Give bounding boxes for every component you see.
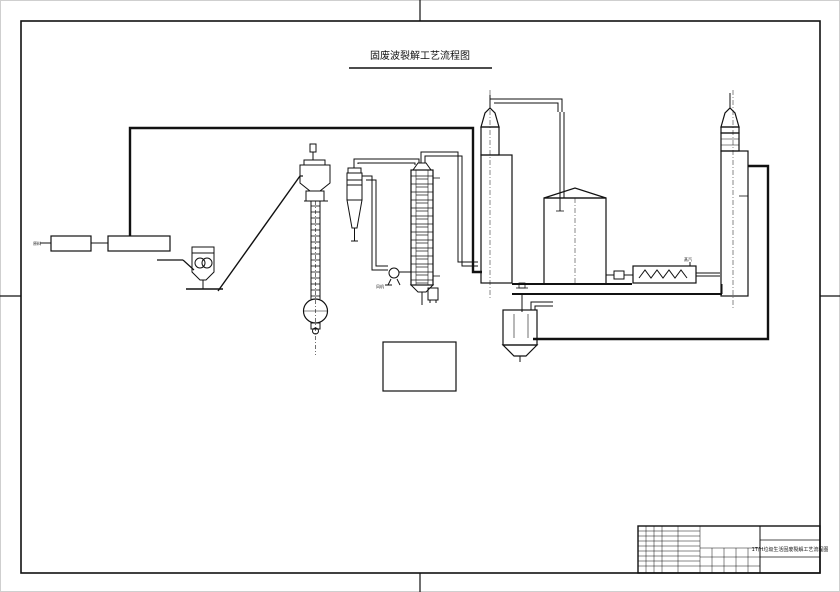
inner-frame — [20, 20, 821, 574]
feed-unit-1 — [50, 235, 92, 252]
screw-conveyor: 蒸汽 — [632, 256, 720, 284]
crusher — [186, 246, 223, 290]
residue-bin — [382, 341, 457, 392]
column-segments — [311, 205, 320, 297]
title-block-grid — [638, 526, 760, 573]
valve — [606, 270, 633, 280]
title-block — [637, 525, 821, 574]
pump-inlet-label: 风机 — [376, 283, 384, 289]
storage-tank — [543, 187, 607, 285]
feed-conveyor — [107, 235, 171, 252]
fan-pump: 风机 — [376, 267, 411, 289]
tower-right — [720, 90, 749, 310]
reactor — [409, 151, 478, 305]
tower-left — [480, 90, 565, 300]
steam-label: 蒸汽 — [684, 256, 692, 262]
hopper-top — [303, 159, 326, 166]
hopper — [299, 164, 331, 192]
separator-tank — [501, 282, 553, 362]
bottom-pipes — [512, 164, 770, 341]
feed-column — [299, 143, 331, 355]
title-block-drawing-name: 1T/H垃圾生活固废裂解工艺流程图 — [752, 546, 829, 553]
feed-section: 原料 — [33, 175, 303, 292]
inclined-conveyor — [217, 175, 301, 292]
reactor-baffles — [411, 175, 433, 284]
drawing-title: 固废波裂解工艺流程图 — [370, 49, 470, 62]
cyclone — [346, 158, 420, 271]
top-main-pipe — [128, 126, 482, 274]
left-inlet-label: 原料 — [33, 240, 41, 246]
